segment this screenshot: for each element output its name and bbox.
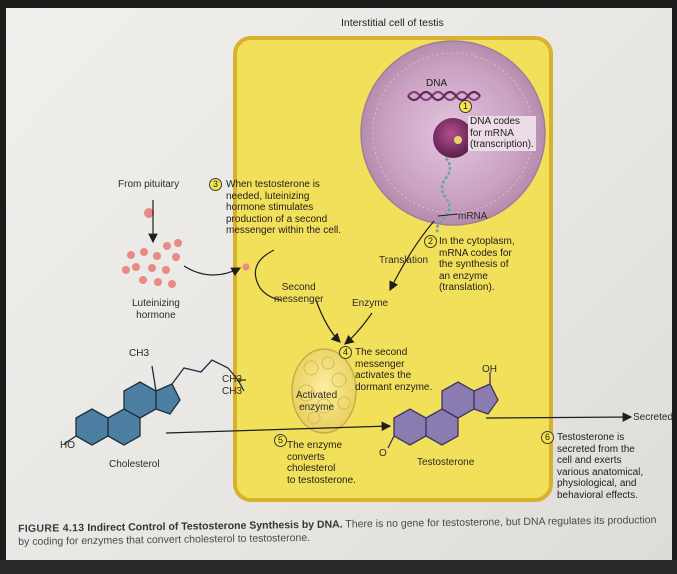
ch3-chain-label-2: CH3 (222, 386, 243, 397)
step-5-badge: 5 (274, 434, 287, 447)
step-6-text: Testosterone is secreted from the cell a… (557, 432, 644, 501)
o-label: O (379, 448, 387, 459)
hormone-to-cell-arrow (183, 265, 242, 277)
step-3-text: When testosterone is needed, luteinizing… (226, 179, 342, 236)
enzyme-texture (297, 356, 351, 425)
step-1-text: DNA codes for mRNA (transcription). (468, 116, 536, 151)
testosterone-label: Testosterone (417, 457, 475, 468)
mrna-strand (435, 157, 452, 233)
receptor (242, 263, 250, 271)
enzyme-to-activation-arrow (344, 312, 373, 345)
dna-helix (407, 90, 481, 102)
testosterone-molecule (387, 372, 499, 449)
translation-arrow (389, 220, 435, 292)
step-3-badge: 3 (209, 178, 222, 191)
second-messenger-curve (254, 249, 282, 301)
activated-enzyme-label: Activated enzyme (296, 390, 338, 413)
ch3-chain-label-1: CH3 (222, 374, 243, 385)
from-pituitary-label: From pituitary (118, 179, 180, 190)
secreted-label: Secreted (633, 412, 672, 423)
step-6-badge: 6 (541, 431, 554, 444)
nucleus (360, 40, 546, 226)
translation-label: Translation (379, 255, 429, 266)
step-1-badge: 1 (459, 100, 472, 113)
second-messenger-label: Second messenger (274, 282, 324, 305)
enzyme-label: Enzyme (352, 298, 389, 309)
luteinizing-hormone-molecules (122, 208, 182, 288)
mrna-label: mRNA (458, 211, 488, 222)
figure-number: FIGURE 4.13 (18, 521, 85, 535)
cholesterol-label: Cholesterol (109, 459, 160, 470)
messenger-to-enzyme-arrow (315, 299, 341, 343)
ch3-top-label: CH3 (129, 348, 150, 359)
cholesterol-molecule (63, 359, 246, 446)
textbook-page: Interstitial cell of testis DNA From pit… (6, 8, 672, 560)
secreted-arrow (485, 412, 633, 422)
oh-label: OH (482, 364, 497, 375)
cholesterol-to-testosterone-arrow (165, 421, 392, 434)
step-2-badge: 2 (424, 235, 437, 248)
bottom-border (0, 560, 677, 574)
step-5-text: The enzyme converts cholesterol to testo… (287, 440, 356, 486)
step-2-text: In the cytoplasm, mRNA codes for the syn… (439, 236, 515, 293)
ho-label: HO (60, 440, 75, 451)
activated-enzyme-blob (291, 348, 357, 434)
luteinizing-hormone-label: Luteinizing hormone (132, 298, 180, 321)
cell-title: Interstitial cell of testis (341, 17, 444, 29)
diagram-artwork (63, 36, 633, 502)
step-4-badge: 4 (339, 346, 352, 359)
dna-label: DNA (426, 78, 448, 89)
step-4-text: The second messenger activates the dorma… (355, 347, 433, 393)
